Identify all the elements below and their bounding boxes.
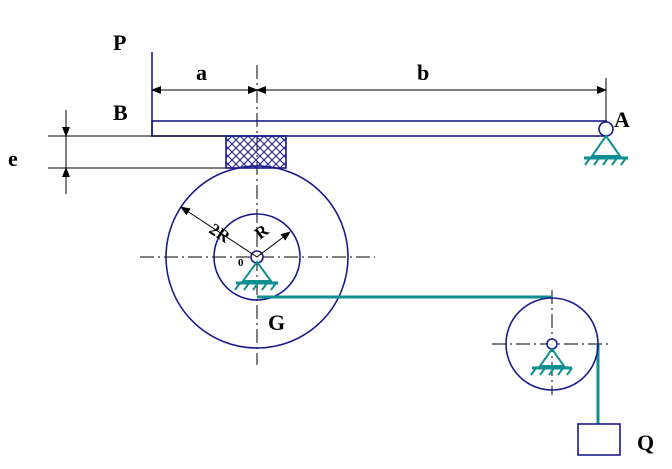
outer-drum-circle <box>165 165 349 349</box>
label-e: e <box>8 146 18 171</box>
dimension-e <box>48 110 226 194</box>
label-q: Q <box>637 430 654 455</box>
label-g: G <box>268 310 285 335</box>
inner-drum-circle <box>213 213 301 301</box>
label-r: R <box>251 220 273 243</box>
weight-block <box>577 423 621 456</box>
label-a-dim: a <box>196 60 207 85</box>
radius-r-arrow <box>256 231 291 258</box>
label-a-point: A <box>614 107 630 132</box>
label-o: 0 <box>238 257 244 269</box>
drum-support <box>234 260 278 291</box>
radius-2r-arrow <box>180 206 258 258</box>
lever-bar <box>151 120 607 137</box>
brake-shoe <box>225 135 287 169</box>
label-b-dim: b <box>417 60 429 85</box>
hinge-a <box>598 121 614 137</box>
pulley <box>505 297 599 391</box>
lever <box>151 52 607 137</box>
label-p: P <box>113 30 126 55</box>
support-a <box>584 121 628 166</box>
label-b: B <box>113 100 128 125</box>
rope <box>257 295 600 424</box>
pulley-circle <box>505 297 599 391</box>
drum <box>165 165 349 349</box>
dimension-ab <box>151 78 607 121</box>
